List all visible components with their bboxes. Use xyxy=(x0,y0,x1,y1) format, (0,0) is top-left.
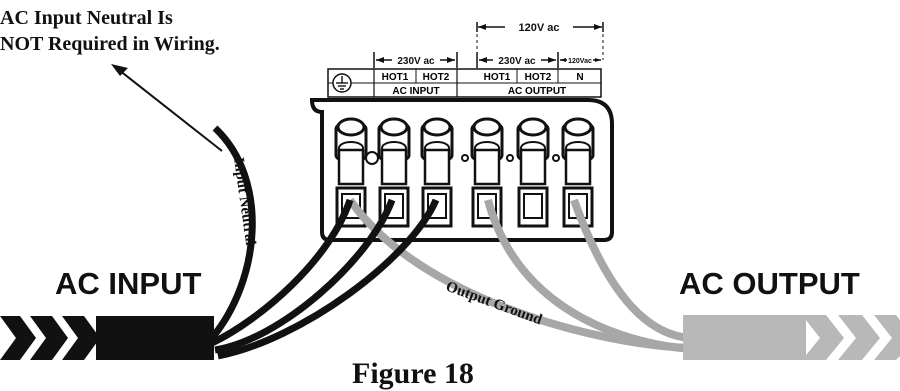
output-chevron-3 xyxy=(874,315,900,360)
voltage-120-small: 120Vac xyxy=(568,58,592,65)
terminal-divider-dot xyxy=(461,154,469,162)
ac-input-cable xyxy=(0,316,214,360)
output-ground-label: Output Ground xyxy=(444,279,545,329)
terminal-divider-dot xyxy=(552,154,560,162)
input-chevron-3 xyxy=(62,316,100,360)
terminal-input-hot2 xyxy=(420,117,454,228)
ac-output-cable xyxy=(683,315,900,360)
input-hot2-wire xyxy=(217,198,440,360)
voltage-230-input: 230V ac xyxy=(397,56,435,67)
label-output-hot2: HOT2 xyxy=(525,72,552,83)
input-ground-wire xyxy=(210,198,354,347)
terminal-label-strip: HOT1 HOT2 HOT1 HOT2 N AC INPUT AC OUTPUT xyxy=(327,68,602,98)
label-group-output: AC OUTPUT xyxy=(508,86,566,97)
wires xyxy=(209,125,691,360)
input-chevron-2 xyxy=(30,316,68,360)
terminal-block xyxy=(309,98,614,242)
input-hot1-wire xyxy=(214,198,396,354)
input-neutral-wire xyxy=(209,125,256,341)
output-hot1-wire xyxy=(484,198,691,353)
input-chevron-1 xyxy=(0,316,36,360)
note-line1: AC Input Neutral Is xyxy=(0,7,173,29)
ground-symbol-icon xyxy=(332,73,352,93)
terminal-input-hot1 xyxy=(377,117,411,228)
note-line2: NOT Required in Wiring. xyxy=(0,33,220,55)
label-group-input: AC INPUT xyxy=(392,86,439,97)
terminal-ground xyxy=(334,117,368,228)
terminal-divider-dot xyxy=(365,151,379,165)
voltage-120-top: 120V ac xyxy=(519,22,560,34)
note-arrow xyxy=(111,64,223,152)
label-input-hot2: HOT2 xyxy=(423,72,450,83)
terminal-divider-dot xyxy=(506,154,514,162)
ac-input-title: AC INPUT xyxy=(55,266,201,301)
terminal-output-hot2 xyxy=(516,117,550,228)
output-chevron-2 xyxy=(838,315,880,360)
output-neutral-wire xyxy=(570,198,691,342)
label-input-hot1: HOT1 xyxy=(382,72,409,83)
figure-caption: Figure 18 xyxy=(352,357,474,390)
label-output-hot1: HOT1 xyxy=(484,72,511,83)
voltage-annotations: 120V ac 230V ac 230V ac 120Vac xyxy=(373,22,604,68)
voltage-230-output: 230V ac xyxy=(498,56,536,67)
label-output-n: N xyxy=(576,72,583,83)
output-chevron-1 xyxy=(802,315,844,360)
ac-output-title: AC OUTPUT xyxy=(679,266,860,301)
